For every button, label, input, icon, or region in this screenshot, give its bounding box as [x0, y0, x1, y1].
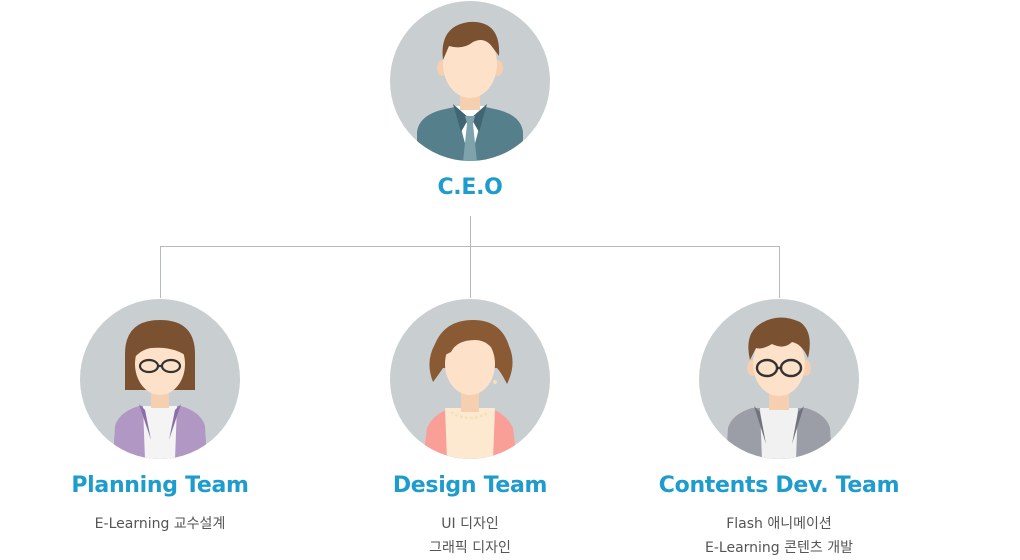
planning-team-node: Planning Team E-Learning 교수설계 [0, 298, 320, 536]
team-description: UI 디자인 그래픽 디자인 [310, 512, 630, 560]
planning-woman-glasses-avatar-icon [80, 299, 240, 459]
contents-dev-team-node: Contents Dev. Team Flash 애니메이션 E-Learnin… [619, 298, 939, 560]
design-woman-avatar-icon [390, 299, 550, 459]
ceo-avatar-icon [390, 1, 550, 161]
team-description-line: E-Learning 교수설계 [94, 516, 226, 532]
team-description-line: E-Learning 콘텐츠 개발 [705, 540, 853, 556]
team-description-line: Flash 애니메이션 [726, 516, 832, 532]
team-description: E-Learning 교수설계 [0, 512, 320, 536]
contents-man-glasses-avatar-icon [699, 299, 859, 459]
ceo-node: C.E.O [310, 0, 630, 200]
team-description: Flash 애니메이션 E-Learning 콘텐츠 개발 [619, 512, 939, 560]
team-title: Planning Team [71, 473, 249, 498]
ceo-title: C.E.O [437, 175, 503, 200]
team-title: Design Team [392, 473, 548, 498]
team-title: Contents Dev. Team [658, 473, 900, 498]
team-description-line: UI 디자인 [441, 516, 499, 532]
design-team-node: Design Team UI 디자인 그래픽 디자인 [310, 298, 630, 560]
team-description-line: 그래픽 디자인 [429, 540, 511, 556]
